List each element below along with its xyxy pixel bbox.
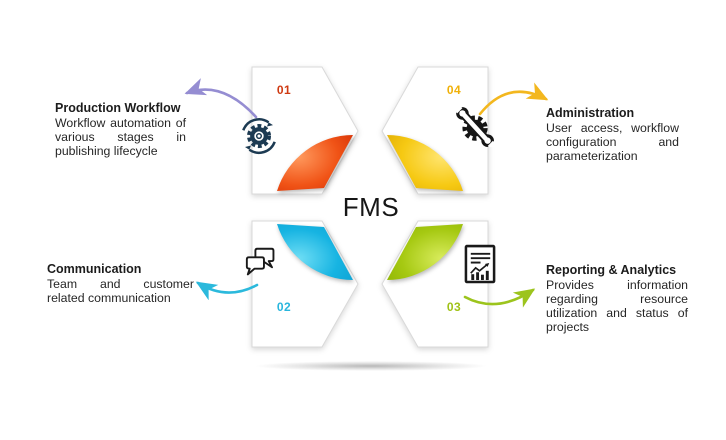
quadrant-description: Team and customer related communication bbox=[47, 276, 194, 305]
quadrant-title: Communication bbox=[47, 262, 142, 276]
wrench-gear-icon bbox=[453, 105, 495, 147]
quadrant-title: Reporting & Analytics bbox=[546, 263, 677, 277]
quadrant-description: Provides information regarding resource … bbox=[546, 277, 688, 335]
text-block-administration: Administration User access, workflow con… bbox=[546, 106, 679, 163]
arrow-administration bbox=[478, 82, 549, 116]
quadrant-description: Workflow automation of various stages in… bbox=[55, 115, 186, 159]
ground-shadow bbox=[255, 361, 487, 371]
step-number-production-workflow: 01 bbox=[276, 83, 292, 97]
report-chart-icon bbox=[464, 244, 496, 284]
text-block-reporting-analytics: Reporting & Analytics Provides informati… bbox=[546, 263, 688, 335]
quadrant-title: Production Workflow bbox=[55, 101, 181, 115]
wedge-reporting-analytics bbox=[387, 224, 463, 280]
wedge-administration bbox=[387, 135, 463, 191]
text-block-communication: Communication Team and customer related … bbox=[47, 262, 194, 305]
center-label: FMS bbox=[342, 192, 400, 222]
step-number-administration: 04 bbox=[446, 83, 462, 97]
chat-bubbles-icon bbox=[245, 247, 275, 276]
step-number-reporting-analytics: 03 bbox=[446, 300, 462, 314]
arrow-reporting-analytics bbox=[463, 288, 536, 308]
quadrant-description: User access, workflow configuration and … bbox=[546, 120, 679, 164]
wedge-communication bbox=[277, 224, 353, 280]
wedge-production-workflow bbox=[277, 135, 353, 191]
step-number-communication: 02 bbox=[276, 300, 292, 314]
arrow-production-workflow bbox=[184, 78, 258, 119]
process-automation-icon bbox=[242, 118, 276, 155]
quadrant-title: Administration bbox=[546, 106, 635, 120]
text-block-production-workflow: Production Workflow Workflow automation … bbox=[55, 101, 186, 158]
arrow-communication bbox=[195, 281, 259, 301]
